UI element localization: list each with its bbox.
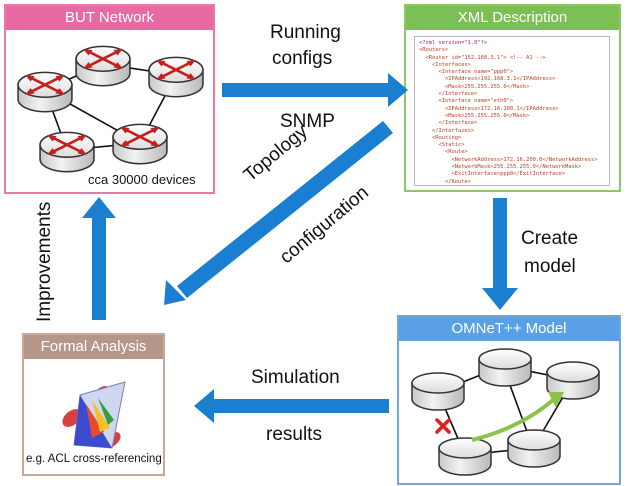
xml-code-line: <NetworkAddress>172.16.200.0</NetworkAdd… [419,156,598,163]
formal-analysis-caption: e.g. ACL cross-referencing [26,453,162,465]
label-topology: Topology [240,121,312,187]
label-improvements: Improvements [34,201,55,322]
xml-code-line: </Route> [419,178,471,185]
xml-code-line: <Interface name="ppp0"> [419,69,514,76]
but-network-box: BUT Network [4,4,215,194]
xml-code-line: <Mask>255.255.255.0</Mask> [419,83,530,90]
xml-code-line: <?xml version="1.0"?> [419,40,488,46]
label-configuration: configuration [276,182,373,269]
xml-code-line: <Routers> [419,47,449,54]
arrow-create-model [493,198,507,290]
label-simulation: Simulation [251,367,340,388]
label-create: Create [521,228,579,249]
xml-code-line: <IPAddress>192.168.3.1</IPAddress> [419,76,556,83]
xml-code-line: <Interface name="eth0"> [419,98,514,105]
formal-analysis-title: Formal Analysis [24,335,163,359]
arrow-improvements [92,216,106,320]
xml-code-listing: <?xml version="1.0"?><Routers> <Router i… [414,36,610,186]
xml-code-line: </Interface> [419,120,478,127]
arrow-topology-config-head [164,280,186,305]
label-model: model [524,256,576,277]
xml-code-line: <Routing> [419,134,462,141]
omnet-model-box: OMNeT++ Model [397,315,621,485]
but-network-title: BUT Network [6,6,213,30]
xml-code-line: <Router id="152.168.3.1"> <!-- A1 --> [419,54,546,61]
arrow-improvements-head [82,197,116,218]
xml-description-title: XML Description [406,6,619,30]
xml-code-line: <Mask>255.255.255.0</Mask> [419,112,530,119]
xml-description-box: XML Description <?xml version="1.0"?><Ro… [404,4,621,192]
xml-code-line: <IPAddress>172.16.100.1</IPAddress> [419,105,559,112]
xml-code-line: <Route> [419,149,468,156]
label-results: results [266,424,322,445]
label-running: Running [270,22,341,43]
arrow-create-model-head [482,288,518,310]
arrow-running-configs [222,83,390,97]
arrow-simulation-results [212,399,389,413]
arrow-simulation-results-head [194,389,214,423]
xml-code-line: </Interface> [419,91,478,98]
xml-code-line: </Interfaces> [419,127,475,134]
xml-code-line: <Static> [419,142,465,149]
omnet-model-title: OMNeT++ Model [399,317,619,341]
but-network-caption: cca 30000 devices [88,172,196,187]
label-snmp: SNMP [280,111,335,132]
formal-analysis-box: Formal Analysis [22,333,165,476]
xml-code-line: <NetworkMask>255.255.255.0</NetworkMask> [419,164,582,171]
label-configs: configs [272,48,333,69]
xml-code-line: <ExitInterface>ppp0</ExitInterface> [419,171,566,178]
xml-code-line: <Interfaces> [419,61,471,68]
